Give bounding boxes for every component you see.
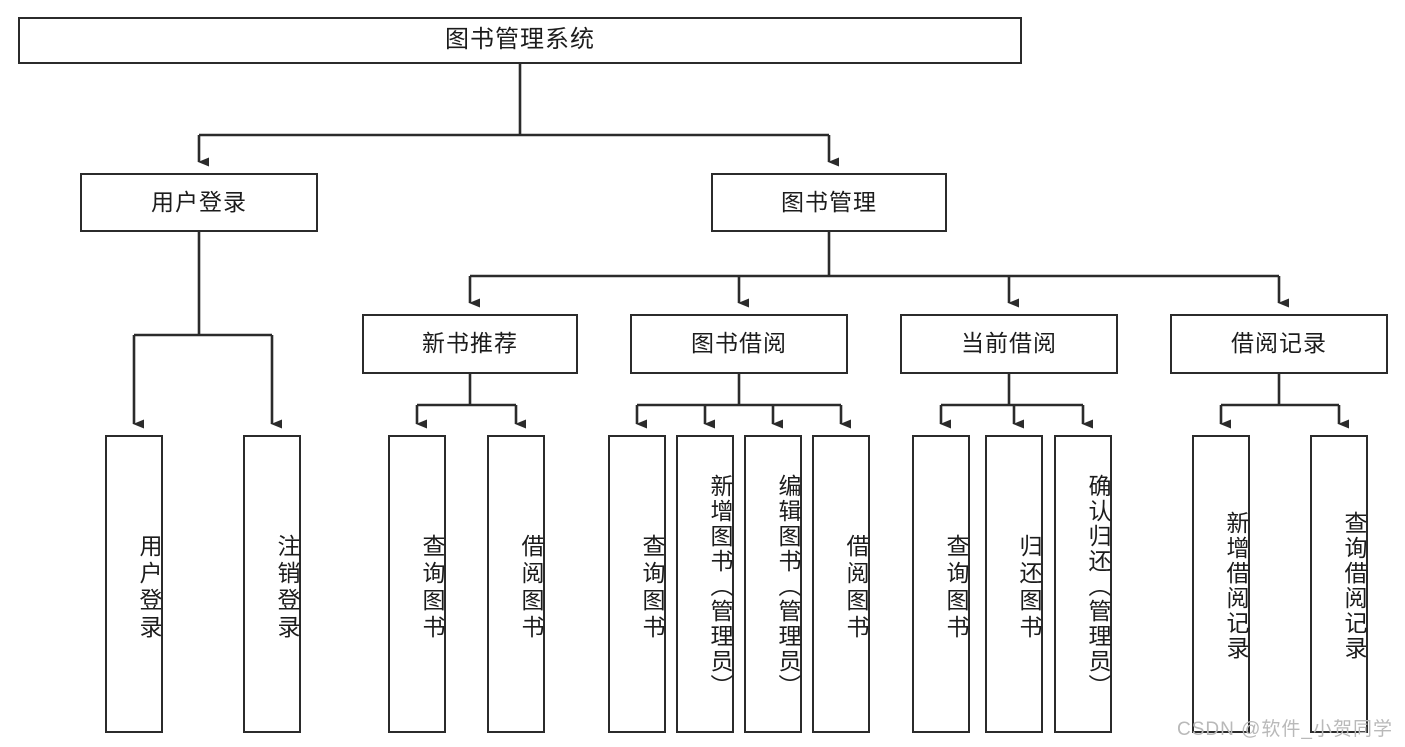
node-leaf-return-books[interactable]: 归还图书 [985, 435, 1043, 733]
node-leaf-logout-login[interactable]: 注销登录 [243, 435, 301, 733]
node-root-label: 图书管理系统 [445, 26, 595, 54]
node-borrow-records[interactable]: 借阅记录 [1170, 314, 1388, 374]
node-leaf-confirm-return-admin[interactable]: 确认归还（管理员） [1054, 435, 1112, 733]
node-leaf-query-books-current-label: 查询图书 [943, 534, 969, 642]
node-current-borrow-label: 当前借阅 [961, 330, 1057, 357]
node-book-management-label: 图书管理 [781, 188, 877, 215]
node-leaf-borrow-books-recommend-label: 借阅图书 [518, 534, 544, 642]
node-leaf-confirm-return-admin-label: 确认归还（管理员） [1085, 473, 1111, 699]
node-leaf-query-books-recommend-label: 查询图书 [419, 534, 445, 642]
node-leaf-query-borrow-record[interactable]: 查询借阅记录 [1310, 435, 1368, 733]
node-leaf-add-borrow-record[interactable]: 新增借阅记录 [1192, 435, 1250, 733]
node-user-login[interactable]: 用户登录 [80, 173, 318, 232]
node-book-management[interactable]: 图书管理 [711, 173, 947, 232]
node-leaf-query-books-current[interactable]: 查询图书 [912, 435, 970, 733]
node-leaf-user-login[interactable]: 用户登录 [105, 435, 163, 733]
node-leaf-query-books-borrow-label: 查询图书 [639, 534, 665, 642]
csdn-watermark: CSDN @软件_小贺同学 [1177, 719, 1393, 740]
node-leaf-logout-login-label: 注销登录 [274, 534, 300, 642]
node-leaf-borrow-books-label: 借阅图书 [843, 534, 869, 642]
node-new-book-recommend[interactable]: 新书推荐 [362, 314, 578, 374]
node-leaf-edit-book-admin[interactable]: 编辑图书（管理员） [744, 435, 802, 733]
node-leaf-borrow-books-recommend[interactable]: 借阅图书 [487, 435, 545, 733]
node-current-borrow[interactable]: 当前借阅 [900, 314, 1118, 374]
node-user-login-label: 用户登录 [151, 188, 247, 215]
node-leaf-user-login-label: 用户登录 [136, 534, 162, 642]
node-leaf-add-book-admin-label: 新增图书（管理员） [707, 473, 733, 699]
node-leaf-add-book-admin[interactable]: 新增图书（管理员） [676, 435, 734, 733]
node-leaf-add-borrow-record-label: 新增借阅记录 [1223, 511, 1249, 661]
node-leaf-edit-book-admin-label: 编辑图书（管理员） [775, 473, 801, 699]
node-leaf-query-borrow-record-label: 查询借阅记录 [1341, 511, 1367, 661]
node-book-borrow[interactable]: 图书借阅 [630, 314, 848, 374]
node-leaf-borrow-books[interactable]: 借阅图书 [812, 435, 870, 733]
node-new-book-recommend-label: 新书推荐 [422, 330, 518, 357]
node-leaf-return-books-label: 归还图书 [1016, 534, 1042, 642]
node-book-borrow-label: 图书借阅 [691, 330, 787, 357]
node-borrow-records-label: 借阅记录 [1231, 330, 1327, 357]
node-root[interactable]: 图书管理系统 [18, 17, 1022, 64]
node-leaf-query-books-recommend[interactable]: 查询图书 [388, 435, 446, 733]
node-leaf-query-books-borrow[interactable]: 查询图书 [608, 435, 666, 733]
